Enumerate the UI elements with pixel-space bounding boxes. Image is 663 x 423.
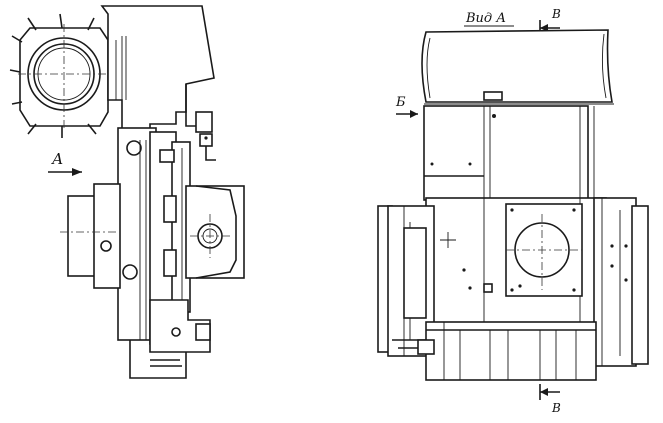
left-bed xyxy=(377,205,435,357)
view-arrow-a: А xyxy=(48,150,82,176)
cutter-guard xyxy=(421,29,614,105)
view-arrow-b: Б xyxy=(395,95,418,118)
front-view: Вид А В Б xyxy=(377,7,649,415)
right-bed xyxy=(593,197,649,367)
section-label-top: В xyxy=(551,7,561,21)
upper-column xyxy=(423,105,595,201)
section-label-bottom: В xyxy=(551,401,561,415)
base-block xyxy=(417,321,597,381)
top-clamp xyxy=(195,111,216,161)
bottom-clamp xyxy=(129,299,211,379)
cutter-head xyxy=(9,13,112,138)
slide-body xyxy=(425,197,607,325)
section-mark-bottom: В xyxy=(539,384,561,415)
label-b: Б xyxy=(395,95,406,110)
view-a-title: Вид А xyxy=(465,11,506,26)
side-bracket xyxy=(60,183,121,289)
side-view: А xyxy=(9,5,245,379)
label-a: А xyxy=(51,150,63,168)
column-body xyxy=(100,5,215,141)
